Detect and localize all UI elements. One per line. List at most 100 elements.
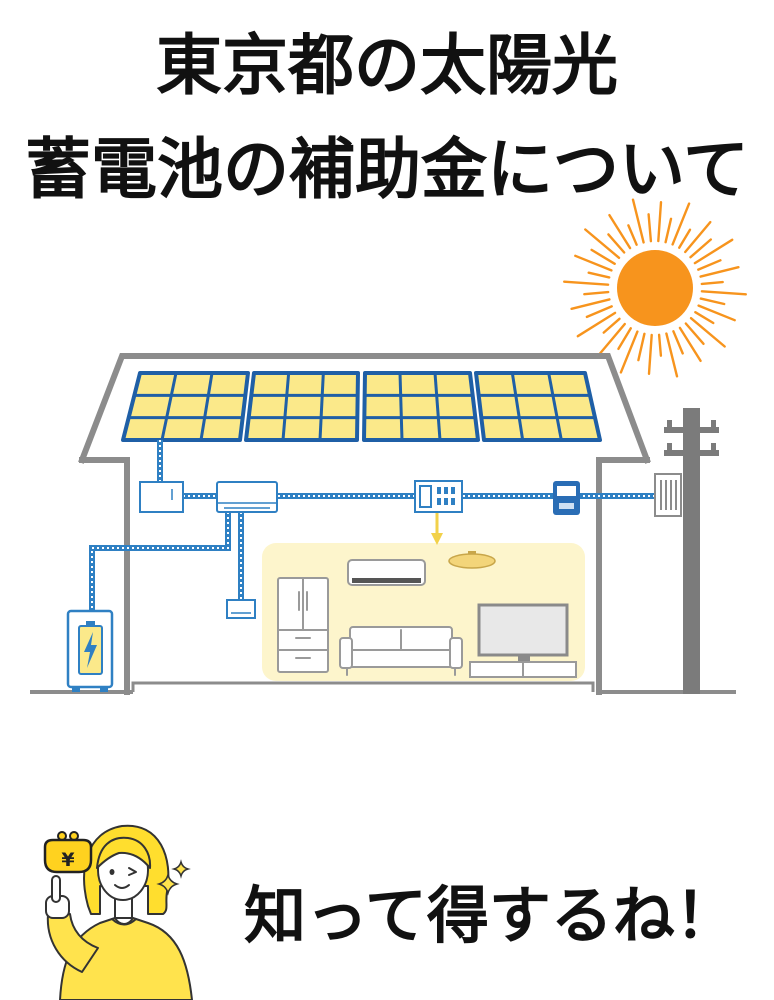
sun-ray [699, 297, 726, 306]
lightning-icon [84, 632, 97, 668]
sun-ray [665, 332, 679, 378]
floor-line [131, 681, 595, 692]
sun-ray [584, 228, 621, 259]
solar-panel-grid-line [398, 372, 404, 441]
solar-panel-frame [121, 371, 250, 442]
connection-box [139, 481, 184, 513]
sun-ray [607, 233, 626, 254]
sofa-arm-left [339, 637, 353, 669]
solar-panel-grid-line [510, 372, 525, 441]
mouth-smile [114, 884, 130, 889]
sun-ray [657, 200, 663, 243]
sun-ray [631, 198, 645, 244]
utility-pole-icon [654, 408, 719, 694]
solar-panel-icon [121, 371, 602, 442]
solar-panel-grid-line [199, 372, 214, 441]
solar-panel-grid-line [160, 372, 178, 441]
sun-ray [678, 326, 702, 363]
sun-ray [563, 280, 610, 286]
title-line-1: 東京都の太陽光 [156, 26, 618, 104]
solar-panel-grid-line [281, 372, 291, 441]
sun-ray [697, 304, 736, 322]
solar-panel-frame [474, 371, 602, 442]
sun-ray [585, 305, 613, 319]
pointing-finger [51, 875, 61, 903]
power-conditioner-body [216, 481, 278, 513]
title-line-2: 蓄電池の補助金について [25, 130, 749, 208]
sparkle-icon [156, 872, 180, 896]
hair-bangs [96, 836, 152, 869]
sun-ray [587, 271, 611, 279]
caption-text: 知って得するね！ [244, 879, 737, 952]
sun-ray [684, 220, 712, 254]
refrigerator [277, 577, 329, 673]
connection-box-body [139, 481, 184, 513]
television [469, 603, 577, 678]
ceiling-light [448, 551, 496, 569]
sun-ray [684, 322, 705, 345]
solar-panel [362, 371, 480, 442]
breaker-switch [437, 498, 441, 505]
house-outline [30, 353, 736, 695]
sun-ray [700, 290, 747, 296]
battery-icon [78, 621, 103, 675]
ceiling-light-shade [448, 553, 496, 569]
sun-ray [608, 213, 632, 250]
sparkle-icons [156, 859, 191, 896]
roof-outline [78, 353, 651, 464]
sun-rays [563, 198, 747, 378]
sun-ray [574, 254, 613, 272]
eye-wink [128, 867, 137, 876]
woman-pointing-icon [45, 824, 193, 1000]
sun-ray [678, 228, 692, 249]
monitor-box-body [226, 599, 256, 619]
power-conditioner [216, 481, 278, 513]
purse-yen-symbol: ¥ [61, 849, 74, 871]
solar-panel-frame [244, 371, 360, 442]
solar-panel-grid-line [318, 372, 325, 441]
sun-ray [689, 238, 712, 259]
sun-ray [627, 224, 638, 246]
pole-crossbar-bottom [664, 450, 719, 456]
pole-shaft [683, 408, 700, 694]
sun-ray [664, 217, 673, 244]
main-breaker [419, 485, 432, 508]
sun-ray [693, 238, 734, 265]
sun-ray [576, 311, 617, 338]
sun-ray [647, 333, 653, 375]
solar-panel-frame [362, 371, 480, 442]
television-screen [477, 603, 569, 657]
sun-ray [672, 330, 684, 355]
electric-meter-icon [553, 481, 580, 515]
breaker-switch [451, 487, 455, 494]
breaker-switch [444, 487, 448, 494]
pole-insulator [711, 443, 716, 450]
sun-ray [619, 330, 639, 374]
sun-ray [697, 259, 722, 271]
sun-ray [647, 213, 653, 243]
pole-insulator [667, 420, 672, 427]
yen-purse-icon: ¥ [43, 831, 93, 874]
sparkle-icon [171, 859, 191, 879]
distribution-board [414, 480, 463, 513]
breaker-switch [444, 498, 448, 505]
sun-ray [657, 333, 663, 357]
purse-body [43, 838, 93, 874]
breaker-switch [437, 487, 441, 494]
monitor-box [226, 599, 256, 619]
sun-ray [598, 322, 626, 356]
pole-insulator [711, 420, 716, 427]
ceiling-light-mount [468, 551, 476, 555]
meter-label [559, 503, 574, 509]
sun-ray [583, 290, 610, 296]
solar-panel [244, 371, 360, 442]
sun-ray [700, 280, 724, 286]
sun-ray [694, 311, 715, 325]
sun-ray [671, 202, 691, 246]
pole-insulator [667, 443, 672, 450]
power-flow-arrow [431, 513, 443, 545]
arrow-head [431, 533, 443, 545]
sun-icon [563, 198, 747, 378]
breaker-switch [451, 498, 455, 505]
